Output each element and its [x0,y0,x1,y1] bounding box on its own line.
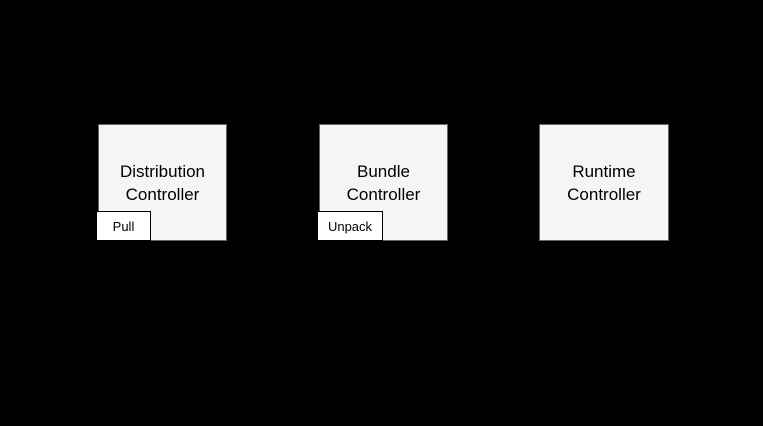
node-bundle-controller: Bundle Controller Unpack [317,124,448,241]
badge-unpack-label: Unpack [327,218,373,234]
badge-pull-label: Pull [112,218,135,234]
node-distribution-controller: Distribution Controller Pull [96,124,227,241]
node-runtime-controller-label: Runtime Controller [567,161,641,204]
node-distribution-controller-label: Distribution Controller [119,161,206,204]
badge-unpack: Unpack [317,211,383,241]
badge-pull: Pull [96,211,151,241]
node-runtime-controller: Runtime Controller [539,124,669,241]
node-bundle-controller-label: Bundle Controller [346,161,421,204]
